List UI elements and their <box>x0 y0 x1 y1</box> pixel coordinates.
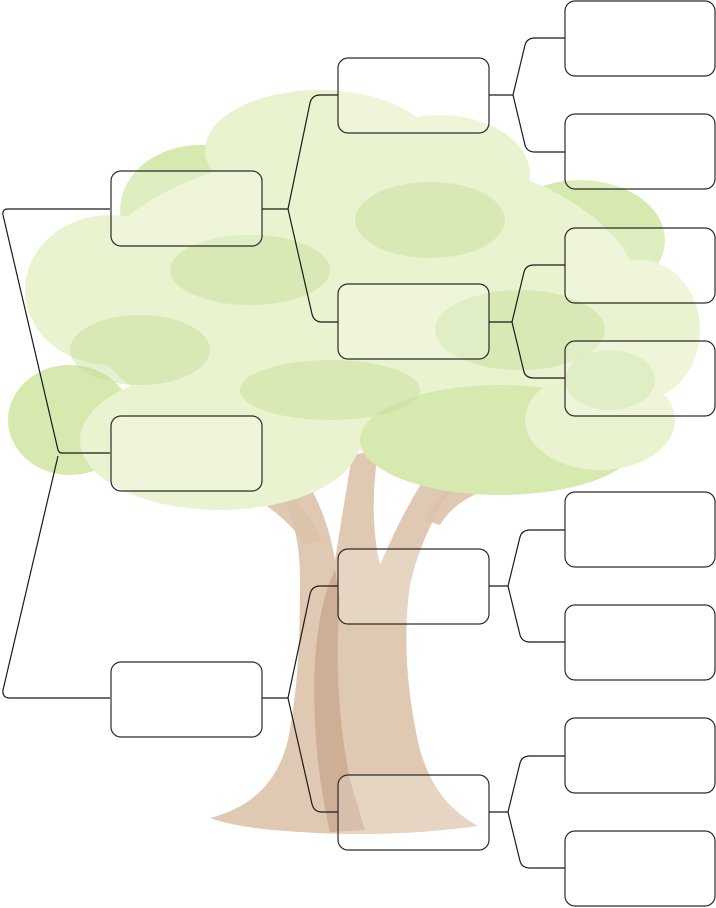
box-frame <box>564 491 716 568</box>
box-frame <box>337 283 490 360</box>
person-box-great-grandparent-7[interactable] <box>564 830 716 907</box>
person-box-grandparent-2[interactable] <box>337 548 490 625</box>
person-box-root-right[interactable] <box>110 415 263 492</box>
person-box-root-left[interactable] <box>110 170 263 247</box>
person-box-great-grandparent-4[interactable] <box>564 491 716 568</box>
canopy-shading <box>70 182 655 420</box>
trunk-shadow <box>314 570 365 832</box>
canopy-lobe <box>525 370 675 470</box>
person-box-parent-2[interactable] <box>337 57 490 134</box>
person-box-great-grandparent-2[interactable] <box>564 227 716 304</box>
box-frame <box>564 227 716 304</box>
trunk-base <box>210 450 478 834</box>
box-frame <box>110 415 263 492</box>
canopy-shade <box>435 290 605 370</box>
canopy-shade <box>355 182 505 258</box>
person-box-great-grandparent-3[interactable] <box>564 340 716 417</box>
canopy-lobe <box>80 370 360 510</box>
box-frame <box>110 170 263 247</box>
name-boxes <box>110 0 716 907</box>
tree-canopy <box>8 90 700 510</box>
person-box-grandparent-3[interactable] <box>337 774 490 851</box>
canopy-shade <box>240 360 420 420</box>
canopy-shade <box>565 350 655 410</box>
box-frame <box>337 774 490 851</box>
box-frame <box>564 0 716 77</box>
connector-root <box>2 208 110 699</box>
box-frame <box>564 717 716 794</box>
box-frame <box>110 661 263 738</box>
tree-illustration <box>8 90 700 834</box>
connector-grandparent-2 <box>489 264 565 379</box>
box-frame <box>564 604 716 681</box>
box-frame <box>564 113 716 190</box>
person-box-grandparent-4[interactable] <box>564 0 716 77</box>
person-box-great-grandparent-5[interactable] <box>564 604 716 681</box>
person-box-great-grandparent-1[interactable] <box>564 113 716 190</box>
box-frame <box>564 340 716 417</box>
person-box-parent-1[interactable] <box>110 661 263 738</box>
connector-lines <box>2 37 565 869</box>
connector-grandparent-1 <box>489 37 565 153</box>
connector-parent-2 <box>262 585 338 813</box>
connector-grandparent-4 <box>489 755 565 869</box>
person-box-grandparent-1[interactable] <box>337 283 490 360</box>
canopy-shade <box>170 235 330 305</box>
connector-parent-1 <box>262 94 338 323</box>
box-frame <box>337 57 490 134</box>
canopy-shade <box>70 315 210 385</box>
connector-grandparent-3 <box>489 529 565 643</box>
box-frame <box>337 548 490 625</box>
box-frame <box>564 830 716 907</box>
person-box-great-grandparent-6[interactable] <box>564 717 716 794</box>
